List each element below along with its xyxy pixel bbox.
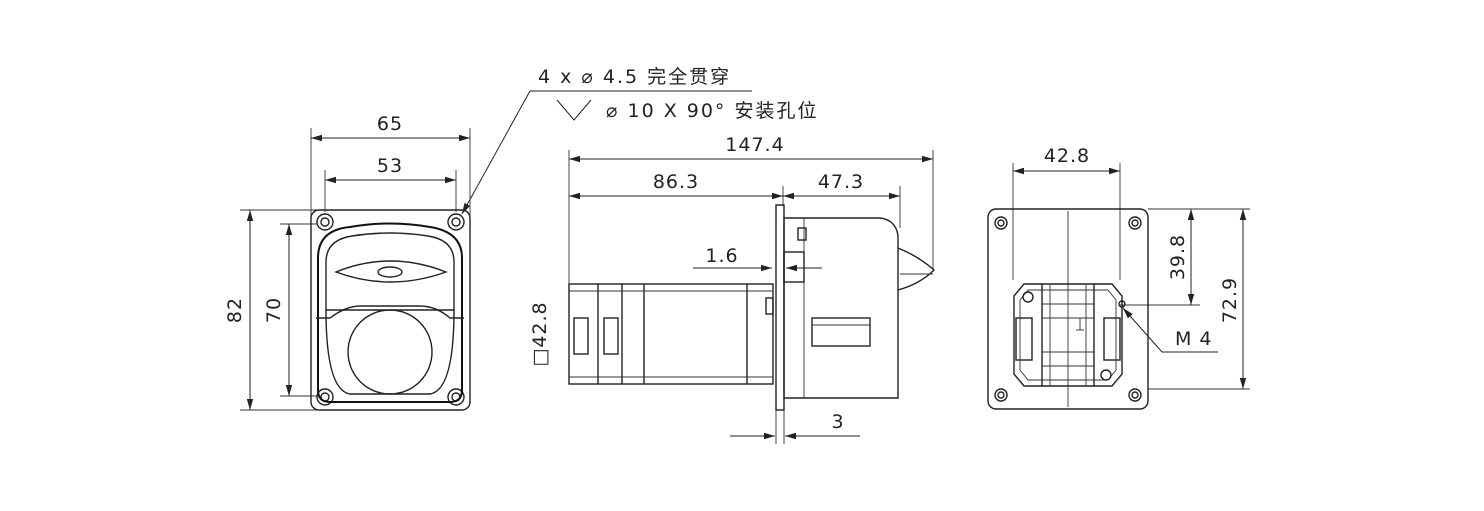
front-width-holes-label: 53 (377, 155, 403, 177)
note-leader-line (461, 90, 531, 215)
rear-view: 42.8 39.8 72.9 M 4 (987, 145, 1250, 410)
front-height-outer-label: 82 (224, 297, 246, 323)
rear-slot-left (1015, 317, 1033, 361)
roller-cover (347, 309, 433, 395)
front-width-outer-label: 65 (377, 113, 403, 135)
side-head-length-label: 47.3 (818, 171, 864, 193)
side-motor-length-label: 86.3 (653, 171, 699, 193)
side-tube-nozzle (897, 247, 936, 291)
front-flange-plate (310, 209, 471, 411)
tube-groove (316, 305, 464, 319)
side-dimensions: 147.4 86.3 47.3 1.6 3 □42.8 (529, 134, 934, 444)
side-view: 147.4 86.3 47.3 1.6 3 □42.8 (529, 134, 936, 444)
rear-screw-bottom (1100, 369, 1112, 381)
rear-thread-hole (1118, 300, 1126, 308)
rear-flange-plate (987, 208, 1149, 410)
front-dimensions: 65 53 82 70 (224, 113, 471, 411)
front-view: 65 53 82 70 (224, 113, 471, 411)
lid-handle (334, 260, 448, 283)
rear-total-height-label: 72.9 (1219, 277, 1241, 323)
rear-mount-holes (994, 216, 1142, 402)
motor-slot-right (603, 317, 619, 355)
side-pump-head (783, 217, 899, 399)
lid-knob (377, 266, 403, 278)
rear-width-label: 42.8 (1044, 145, 1090, 167)
countersink-symbol-icon (556, 99, 592, 121)
side-flange-gap-label: 1.6 (705, 245, 738, 267)
pump-head-outline (317, 222, 463, 403)
motor-body (568, 283, 774, 385)
front-height-holes-label: 70 (263, 297, 285, 323)
pump-body-lower (325, 309, 455, 395)
thread-leader (1122, 307, 1218, 353)
rear-axis-height-label: 39.8 (1167, 234, 1189, 280)
hole-note-callout: 4 x ⌀ 4.5 完全贯穿 ⌀ 10 X 90° 安装孔位 (461, 66, 818, 215)
rear-dimensions: 42.8 39.8 72.9 M 4 (1012, 145, 1250, 390)
motor-slot-left (573, 317, 589, 355)
side-total-length-label: 147.4 (725, 134, 784, 156)
motor-connector (765, 297, 774, 315)
rear-motor-face (1013, 283, 1123, 387)
side-flange-thickness-label: 3 (831, 411, 844, 433)
pump-lid (325, 232, 455, 311)
through-holes-note: 4 x ⌀ 4.5 完全贯穿 (538, 66, 731, 88)
side-motor-square-label: □42.8 (529, 301, 551, 366)
rear-thread-label: M 4 (1175, 328, 1213, 350)
side-flange (775, 204, 785, 411)
countersink-note: ⌀ 10 X 90° 安装孔位 (606, 100, 818, 122)
side-window (811, 317, 871, 347)
rear-slot-right (1103, 317, 1121, 361)
rear-screw-top (1022, 291, 1034, 303)
